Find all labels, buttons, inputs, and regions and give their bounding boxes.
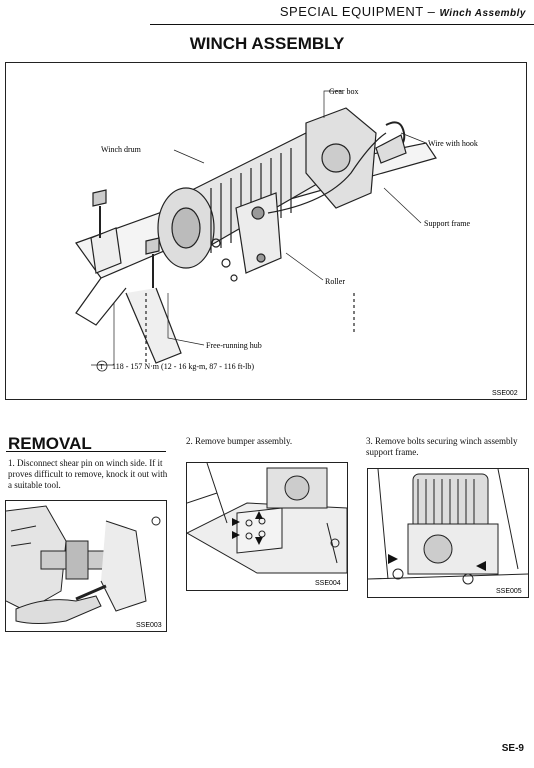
- label-wire-with-hook: Wire with hook: [428, 139, 478, 148]
- figure-code: SSE002: [492, 390, 518, 397]
- page-number: SE-9: [501, 743, 524, 754]
- header-separator: –: [423, 4, 440, 19]
- label-free-running-hub: Free-running hub: [206, 341, 262, 350]
- bumper-drawing: SSE004: [187, 463, 347, 587]
- label-support-frame: Support frame: [424, 219, 470, 228]
- figure-code-sse004: SSE004: [315, 580, 341, 587]
- removal-rule: [6, 451, 166, 452]
- header-rule: [150, 24, 534, 25]
- shear-pin-figure: SSE003: [5, 500, 167, 632]
- label-roller: Roller: [325, 277, 345, 286]
- arrow-icon: [232, 518, 240, 526]
- label-torque-spec: 118 - 157 N·m (12 - 16 kg-m, 87 - 116 ft…: [112, 362, 254, 371]
- subsection-title: Winch Assembly: [439, 8, 526, 19]
- arrow-icon: [476, 561, 486, 571]
- step-1-text: 1. Disconnect shear pin on winch side. I…: [8, 458, 168, 490]
- torque-symbol: T: [100, 363, 105, 371]
- page-header: SPECIAL EQUIPMENT – Winch Assembly: [0, 0, 534, 26]
- torque-icon: [96, 360, 108, 372]
- arrow-icon: [255, 537, 263, 545]
- removal-heading: REMOVAL: [8, 434, 92, 453]
- label-winch-drum: Winch drum: [101, 145, 142, 154]
- support-frame-drawing: SSE005: [368, 469, 528, 595]
- bumper-figure: SSE004: [186, 462, 348, 591]
- winch-assembly-figure: Winch drum Gear box Wire with hook Suppo…: [5, 62, 527, 400]
- section-title: SPECIAL EQUIPMENT: [279, 4, 424, 19]
- running-header: SPECIAL EQUIPMENT – Winch Assembly: [280, 4, 526, 19]
- winch-drawing: Winch drum Gear box Wire with hook Suppo…: [75, 87, 518, 397]
- arrow-icon: [388, 554, 398, 564]
- shear-pin-drawing: SSE003: [6, 505, 162, 629]
- page-title: WINCH ASSEMBLY: [189, 34, 345, 53]
- step-2-text: 2. Remove bumper assembly.: [186, 436, 293, 446]
- label-gear-box: Gear box: [329, 87, 359, 96]
- arrow-icon: [255, 511, 263, 519]
- figure-code-sse005: SSE005: [496, 588, 522, 595]
- support-frame-figure: SSE005: [367, 468, 529, 598]
- step-3-text: 3. Remove bolts securing winch assembly …: [366, 436, 518, 457]
- arrow-icon: [232, 531, 240, 539]
- arrow-icons: [232, 511, 263, 545]
- figure-code-sse003: SSE003: [136, 622, 162, 629]
